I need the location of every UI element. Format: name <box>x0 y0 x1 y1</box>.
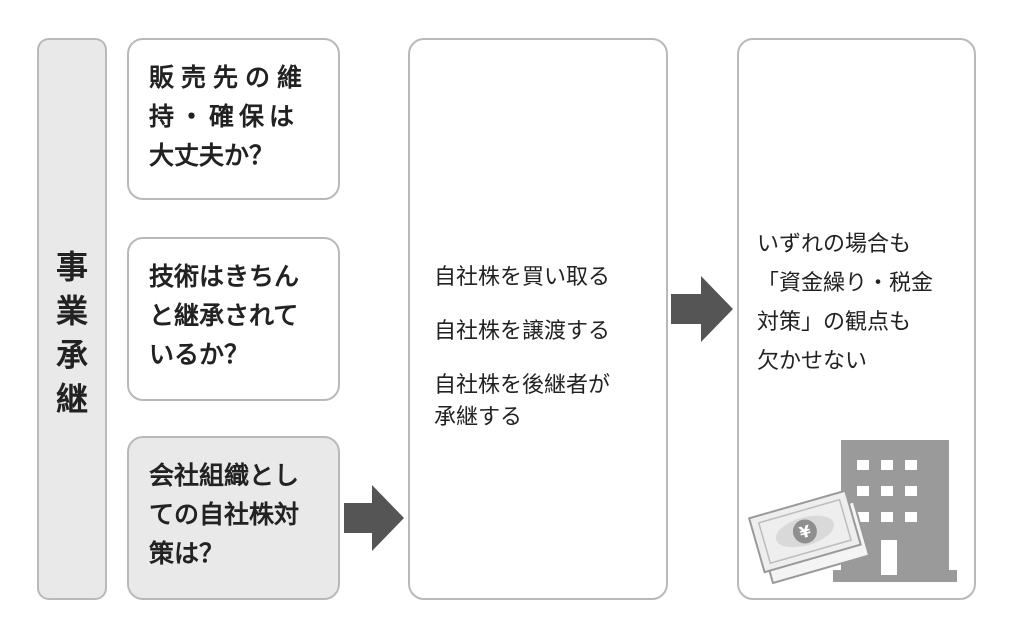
question-line: いるか？ <box>149 340 250 369</box>
share-actions-box: 自社株を買い取る 自社株を譲渡する 自社株を後継者が 承継する <box>408 38 668 600</box>
share-actions-list: 自社株を買い取る 自社株を譲渡する 自社株を後継者が 承継する <box>434 262 610 456</box>
conclusion-line: 欠かせない <box>757 349 868 374</box>
yen-banknotes-icon: ¥ <box>747 489 871 585</box>
business-succession-text: 事 業 承 継 <box>39 245 105 421</box>
question-line: 大丈夫か？ <box>149 141 275 170</box>
question-line: 持・確保は <box>149 102 300 131</box>
question-box-technology-transfer: 技術はきちん と継承されて いるか？ <box>127 237 340 401</box>
arrow-right-icon <box>344 485 404 551</box>
question-line: と継承されて <box>149 301 299 330</box>
side-label-char: 業 <box>55 292 88 330</box>
side-label-char: 承 <box>55 336 88 374</box>
arrow-right-icon <box>671 276 733 342</box>
conclusion-text: いずれの場合も 「資金繰り・税金 対策」の観点も 欠かせない <box>757 225 933 381</box>
side-label-char: 継 <box>55 380 88 418</box>
share-action-line: 自社株を後継者が <box>434 373 611 398</box>
yen-symbol: ¥ <box>797 521 813 542</box>
question-line: 策は？ <box>149 539 225 568</box>
share-action-item: 自社株を譲渡する <box>434 316 610 348</box>
question-box-company-shares: 会社組織とし ての自社株対 策は？ <box>127 436 340 600</box>
share-action-line: 承継する <box>434 405 523 430</box>
share-action-line: 自社株を譲渡する <box>434 319 611 344</box>
conclusion-line: いずれの場合も <box>757 232 912 257</box>
office-building-icon <box>833 440 957 582</box>
question-box-sales-channels: 販売先の維 持・確保は 大丈夫か？ <box>127 38 340 200</box>
conclusion-line: 対策」の観点も <box>757 310 912 335</box>
question-line: 技術はきちん <box>149 262 300 291</box>
arrow-right-shape <box>671 276 733 342</box>
share-action-item: 自社株を後継者が 承継する <box>434 370 610 434</box>
question-line: 会社組織とし <box>149 461 300 490</box>
business-succession-label: 事 業 承 継 <box>37 38 107 600</box>
question-line: 販売先の維 <box>149 63 310 92</box>
share-action-item: 自社株を買い取る <box>434 262 610 294</box>
building-and-money-illustration: ¥ <box>747 440 957 585</box>
arrow-right-shape <box>344 485 404 551</box>
conclusion-line: 「資金繰り・税金 <box>757 271 934 296</box>
share-action-line: 自社株を買い取る <box>434 265 611 290</box>
question-line: ての自社株対 <box>149 500 300 529</box>
side-label-char: 事 <box>55 248 88 286</box>
